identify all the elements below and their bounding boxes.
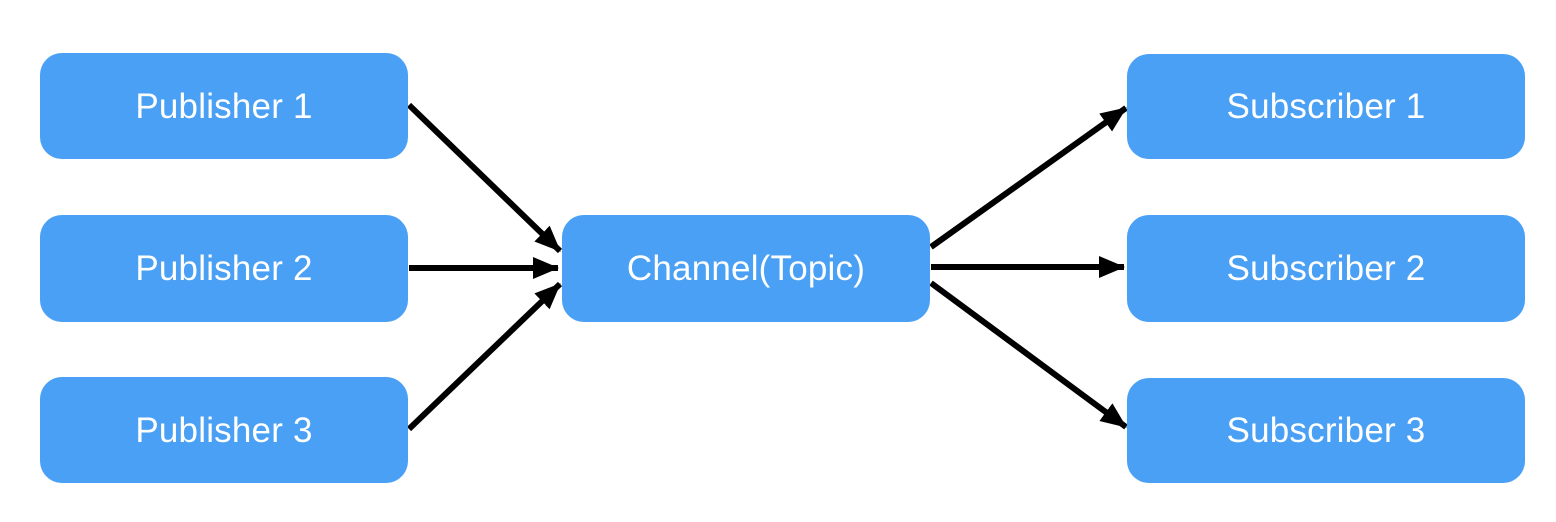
node-label: Channel(Topic) xyxy=(626,249,866,288)
node-publisher-2: Publisher 2 xyxy=(40,215,408,322)
node-label: Publisher 2 xyxy=(135,249,313,288)
node-channel-topic: Channel(Topic) xyxy=(562,215,930,322)
node-subscriber-1: Subscriber 1 xyxy=(1127,54,1525,159)
node-label: Subscriber 1 xyxy=(1226,87,1426,126)
node-label: Publisher 3 xyxy=(135,410,313,450)
edge-publisher-3-to-channel xyxy=(406,281,563,432)
node-label: Subscriber 2 xyxy=(1226,249,1426,288)
node-label: Publisher 1 xyxy=(135,86,313,126)
edge-channel-to-subscriber-3 xyxy=(929,280,1128,430)
node-subscriber-2: Subscriber 2 xyxy=(1127,215,1525,322)
node-publisher-1: Publisher 1 xyxy=(40,53,408,159)
edge-publisher-1-to-channel xyxy=(406,102,563,254)
node-subscriber-3: Subscriber 3 xyxy=(1127,378,1525,483)
node-label: Subscriber 3 xyxy=(1226,411,1426,450)
edge-channel-to-subscriber-1 xyxy=(929,105,1128,250)
node-publisher-3: Publisher 3 xyxy=(40,377,408,483)
